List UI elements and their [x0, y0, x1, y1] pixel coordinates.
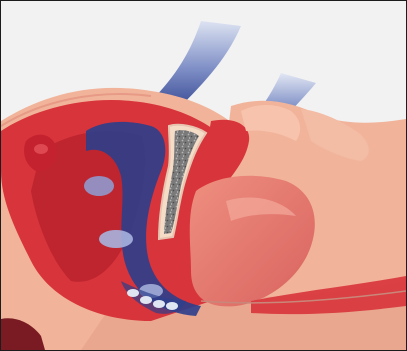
adenoid-highlight: [34, 144, 48, 154]
air-bubble: [84, 176, 114, 196]
air-bubble: [99, 230, 133, 248]
